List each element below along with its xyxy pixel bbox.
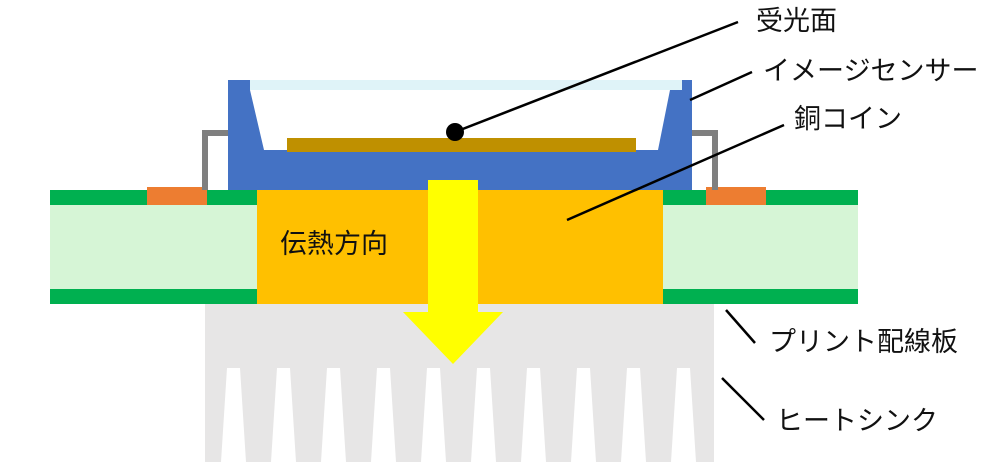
label-image-sensor: イメージセンサー [763,56,978,87]
heat-sink-body [205,304,714,462]
pcb-core-left [50,205,257,289]
receiving-surface-leader [454,20,739,134]
sensor-lead-left [202,130,228,190]
printed-circuit-board [50,187,858,304]
pcb-leader [725,309,756,344]
label-heat-sink: ヒートシンク [776,406,938,437]
pcb-core-right [663,205,858,289]
solder-pad-left [147,187,207,205]
label-pcb: プリント配線板 [769,327,958,358]
sensor-lead-right [692,130,718,190]
sensor-glass [250,80,682,90]
sensor-die [287,138,636,152]
image-sensor [228,80,692,190]
heat-sink-leader [721,377,765,421]
label-heat-direction: 伝熱方向 [280,229,388,260]
pcb-bottom-layer-right [663,289,858,304]
heat-direction-arrow [403,180,503,364]
copper-coin-leader [566,123,785,222]
pcb-bottom-layer-left [50,289,257,304]
image-sensor-leader [689,70,753,102]
heat-sink [205,304,714,462]
solder-pad-right [706,187,766,205]
sensor-package [228,80,692,190]
label-receiving-surface: 受光面 [756,6,837,37]
label-copper-coin: 銅コイン [794,104,902,135]
